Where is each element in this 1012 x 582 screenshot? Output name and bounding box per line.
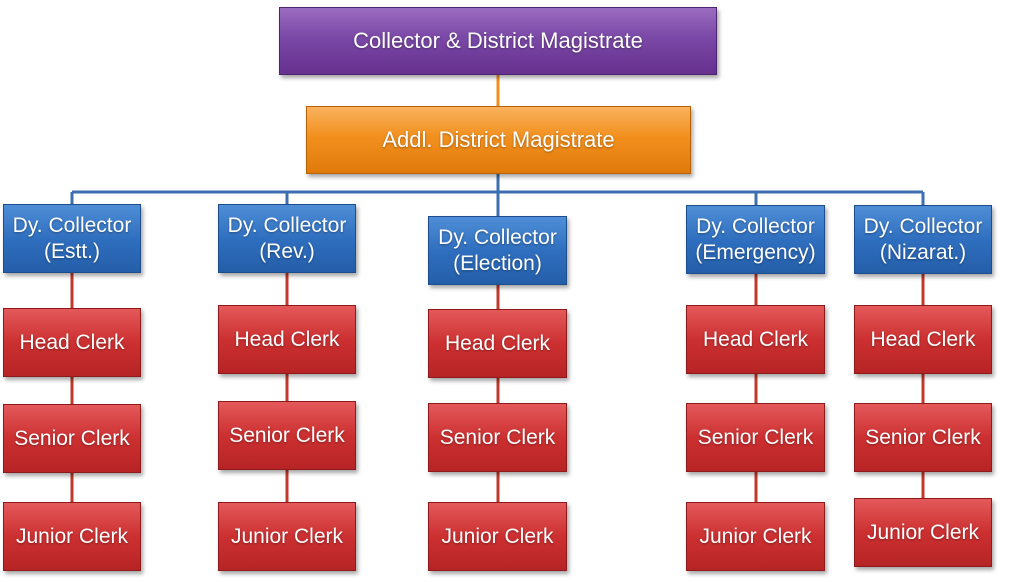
senior-clerk-box-5: Senior Clerk [854, 403, 992, 472]
junior-clerk-label: Junior Clerk [699, 524, 812, 548]
head-clerk-box-4: Head Clerk [686, 305, 825, 374]
dy-collector-title: Dy. Collector [227, 213, 347, 237]
head-clerk-box-2: Head Clerk [218, 305, 356, 374]
dy-collector-box-2: Dy. Collector(Rev.) [218, 204, 356, 273]
senior-clerk-label: Senior Clerk [14, 426, 130, 450]
senior-clerk-box-3: Senior Clerk [428, 403, 567, 472]
junior-clerk-label: Junior Clerk [230, 524, 344, 548]
junior-clerk-box-3: Junior Clerk [428, 502, 567, 571]
dy-collector-title: Dy. Collector [12, 213, 132, 237]
dy-collector-dept: (Estt.) [44, 239, 100, 263]
junior-clerk-label: Junior Clerk [15, 524, 129, 548]
dy-collector-box-4: Dy. Collector(Emergency) [686, 205, 825, 274]
senior-clerk-box-2: Senior Clerk [218, 401, 356, 470]
collector-label: Collector & District Magistrate [353, 27, 643, 53]
head-clerk-box-1: Head Clerk [3, 308, 141, 377]
junior-clerk-box-4: Junior Clerk [686, 502, 825, 571]
collector-box: Collector & District Magistrate [279, 7, 717, 75]
addl-magistrate-box: Addl. District Magistrate [306, 106, 691, 174]
junior-clerk-label: Junior Clerk [441, 524, 554, 548]
senior-clerk-box-4: Senior Clerk [686, 403, 825, 472]
junior-clerk-box-2: Junior Clerk [218, 502, 356, 571]
dy-collector-box-1: Dy. Collector(Estt.) [3, 204, 141, 273]
dy-collector-dept: (Emergency) [695, 240, 816, 264]
dy-collector-title: Dy. Collector [696, 214, 815, 238]
junior-clerk-box-5: Junior Clerk [854, 498, 992, 567]
head-clerk-box-5: Head Clerk [854, 305, 992, 374]
head-clerk-label: Head Clerk [19, 330, 125, 354]
junior-clerk-label: Junior Clerk [866, 520, 980, 544]
senior-clerk-label: Senior Clerk [439, 425, 556, 449]
dy-collector-box-3: Dy. Collector(Election) [428, 216, 567, 285]
dy-collector-dept: (Nizarat.) [879, 240, 967, 264]
head-clerk-box-3: Head Clerk [428, 309, 567, 378]
dy-collector-dept: (Rev.) [259, 239, 315, 263]
dy-collector-title: Dy. Collector [438, 225, 557, 249]
senior-clerk-box-1: Senior Clerk [3, 404, 141, 473]
dy-collector-dept: (Election) [453, 251, 542, 275]
addl-magistrate-label: Addl. District Magistrate [382, 126, 615, 152]
head-clerk-label: Head Clerk [702, 327, 809, 351]
senior-clerk-label: Senior Clerk [865, 425, 981, 449]
senior-clerk-label: Senior Clerk [697, 425, 814, 449]
head-clerk-label: Head Clerk [870, 327, 976, 351]
junior-clerk-box-1: Junior Clerk [3, 502, 141, 571]
head-clerk-label: Head Clerk [234, 327, 340, 351]
senior-clerk-label: Senior Clerk [229, 423, 345, 447]
dy-collector-box-5: Dy. Collector(Nizarat.) [854, 205, 992, 274]
dy-collector-title: Dy. Collector [863, 214, 983, 238]
head-clerk-label: Head Clerk [444, 331, 551, 355]
